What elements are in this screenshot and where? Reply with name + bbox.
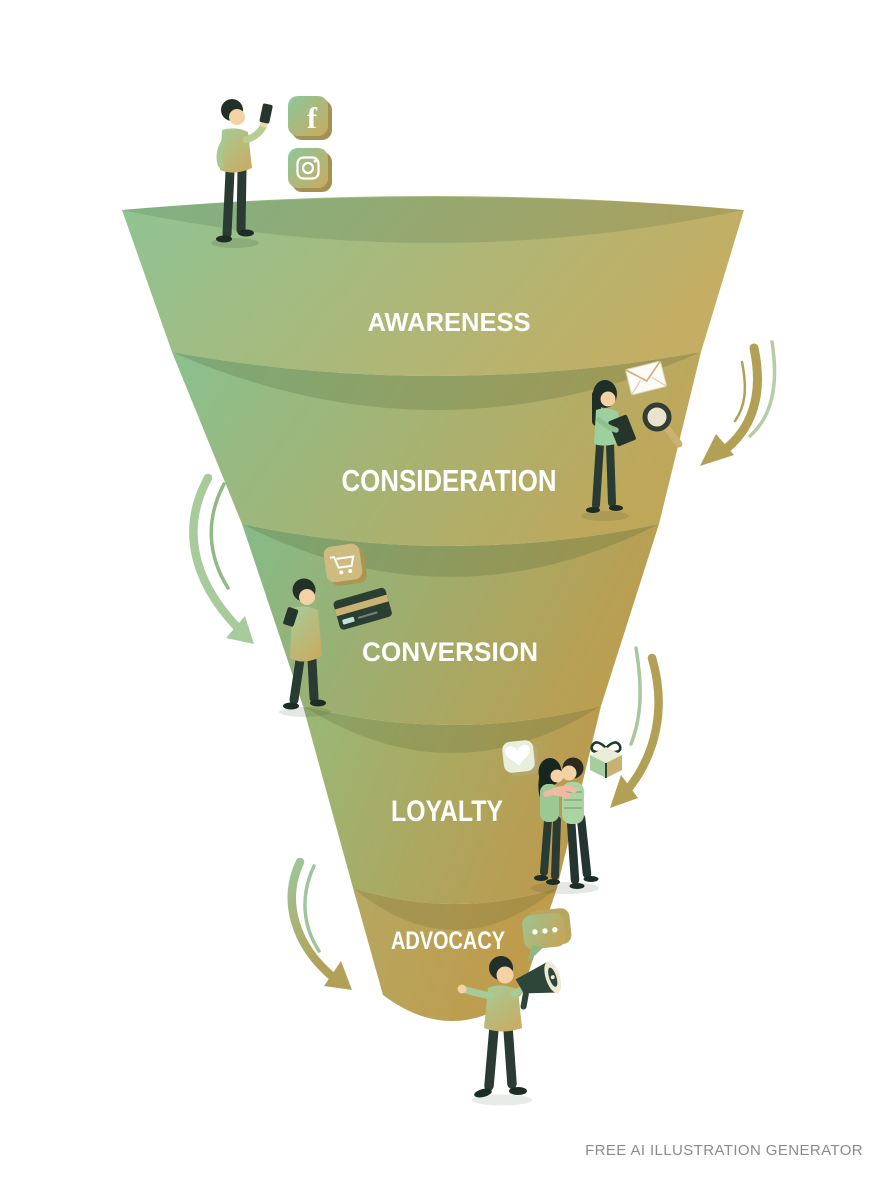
shopping-cart-icon xyxy=(323,543,367,586)
stage-label-loyalty: LOYALTY xyxy=(391,795,503,828)
person-shadow xyxy=(472,1094,532,1106)
credit-card-icon xyxy=(333,587,392,630)
couple-shadow xyxy=(531,882,599,894)
flow-arrow-4 xyxy=(287,857,352,990)
funnel-stage-awareness-band xyxy=(122,196,744,376)
funnel-separator-4 xyxy=(353,888,557,930)
funnel-top-rim xyxy=(122,197,744,243)
gift-icon xyxy=(590,741,622,778)
person-with-megaphone xyxy=(457,956,562,1106)
facebook-glyph: f xyxy=(307,102,318,135)
person-browsing-social-media xyxy=(211,99,273,248)
stage-label-conversion: CONVERSION xyxy=(362,637,538,667)
person-shadow xyxy=(581,511,629,521)
megaphone-icon xyxy=(515,961,562,1010)
facebook-icon: f xyxy=(288,96,332,140)
stage-label-consideration: CONSIDERATION xyxy=(342,463,557,498)
flow-arrow-3 xyxy=(610,646,663,808)
stage-label-awareness: AWARENESS xyxy=(368,307,531,337)
couple-hugging xyxy=(531,757,599,894)
funnel-separator-1 xyxy=(172,352,701,410)
envelope-icon xyxy=(625,360,667,396)
magnifier-icon xyxy=(642,402,683,448)
person-researching xyxy=(581,380,636,521)
person-shadow xyxy=(279,707,331,717)
tablet xyxy=(608,414,636,447)
instagram-icon xyxy=(288,148,332,192)
funnel-stage-consideration-band xyxy=(172,352,701,546)
person-purchasing xyxy=(279,578,331,717)
footer-credit: FREE AI ILLUSTRATION GENERATOR xyxy=(585,1142,863,1159)
heart-icon xyxy=(502,740,540,777)
stage-label-advocacy: ADVOCACY xyxy=(391,927,505,955)
flow-arrow-2 xyxy=(189,473,254,644)
speech-bubble-icon xyxy=(522,908,572,963)
smartphone xyxy=(283,607,299,627)
flow-arrow-1 xyxy=(700,340,777,466)
smartphone xyxy=(259,103,273,124)
